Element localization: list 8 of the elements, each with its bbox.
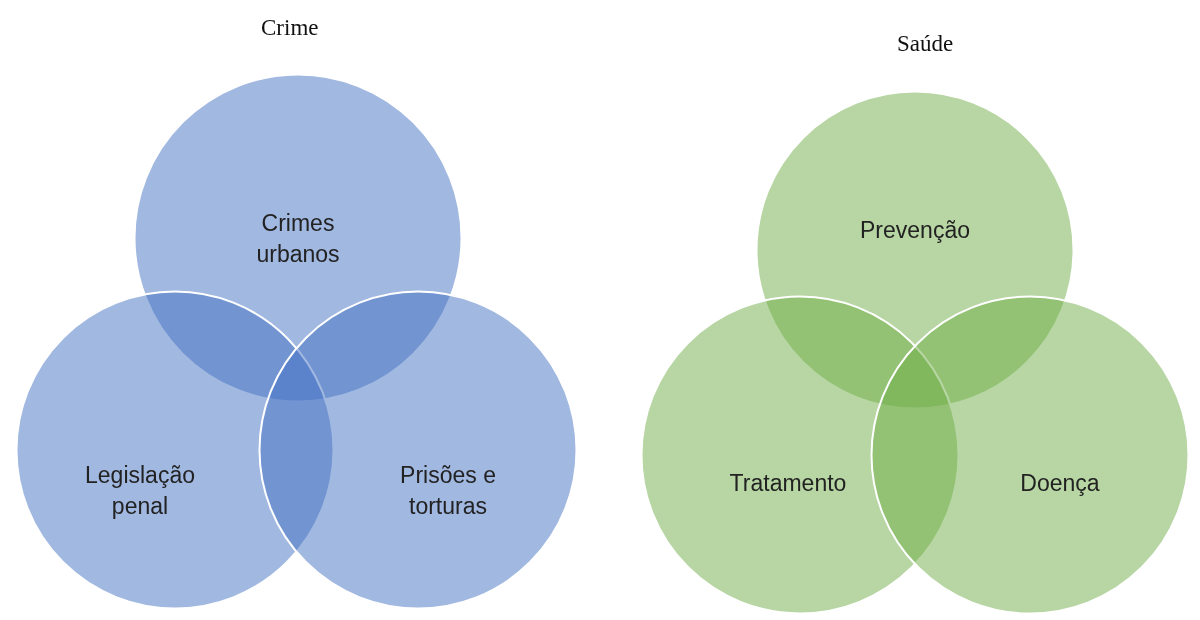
- circle-label: Tratamento: [728, 469, 848, 498]
- set-label: Crime: [261, 15, 319, 41]
- circle-label: Doença: [1019, 469, 1101, 498]
- circle-label: Prisões e torturas: [399, 461, 497, 522]
- circle-label: Prevenção: [859, 216, 971, 245]
- set-label: Saúde: [897, 31, 954, 57]
- circle-label: Crimes urbanos: [255, 209, 341, 270]
- circle-label: Legislação penal: [84, 461, 196, 522]
